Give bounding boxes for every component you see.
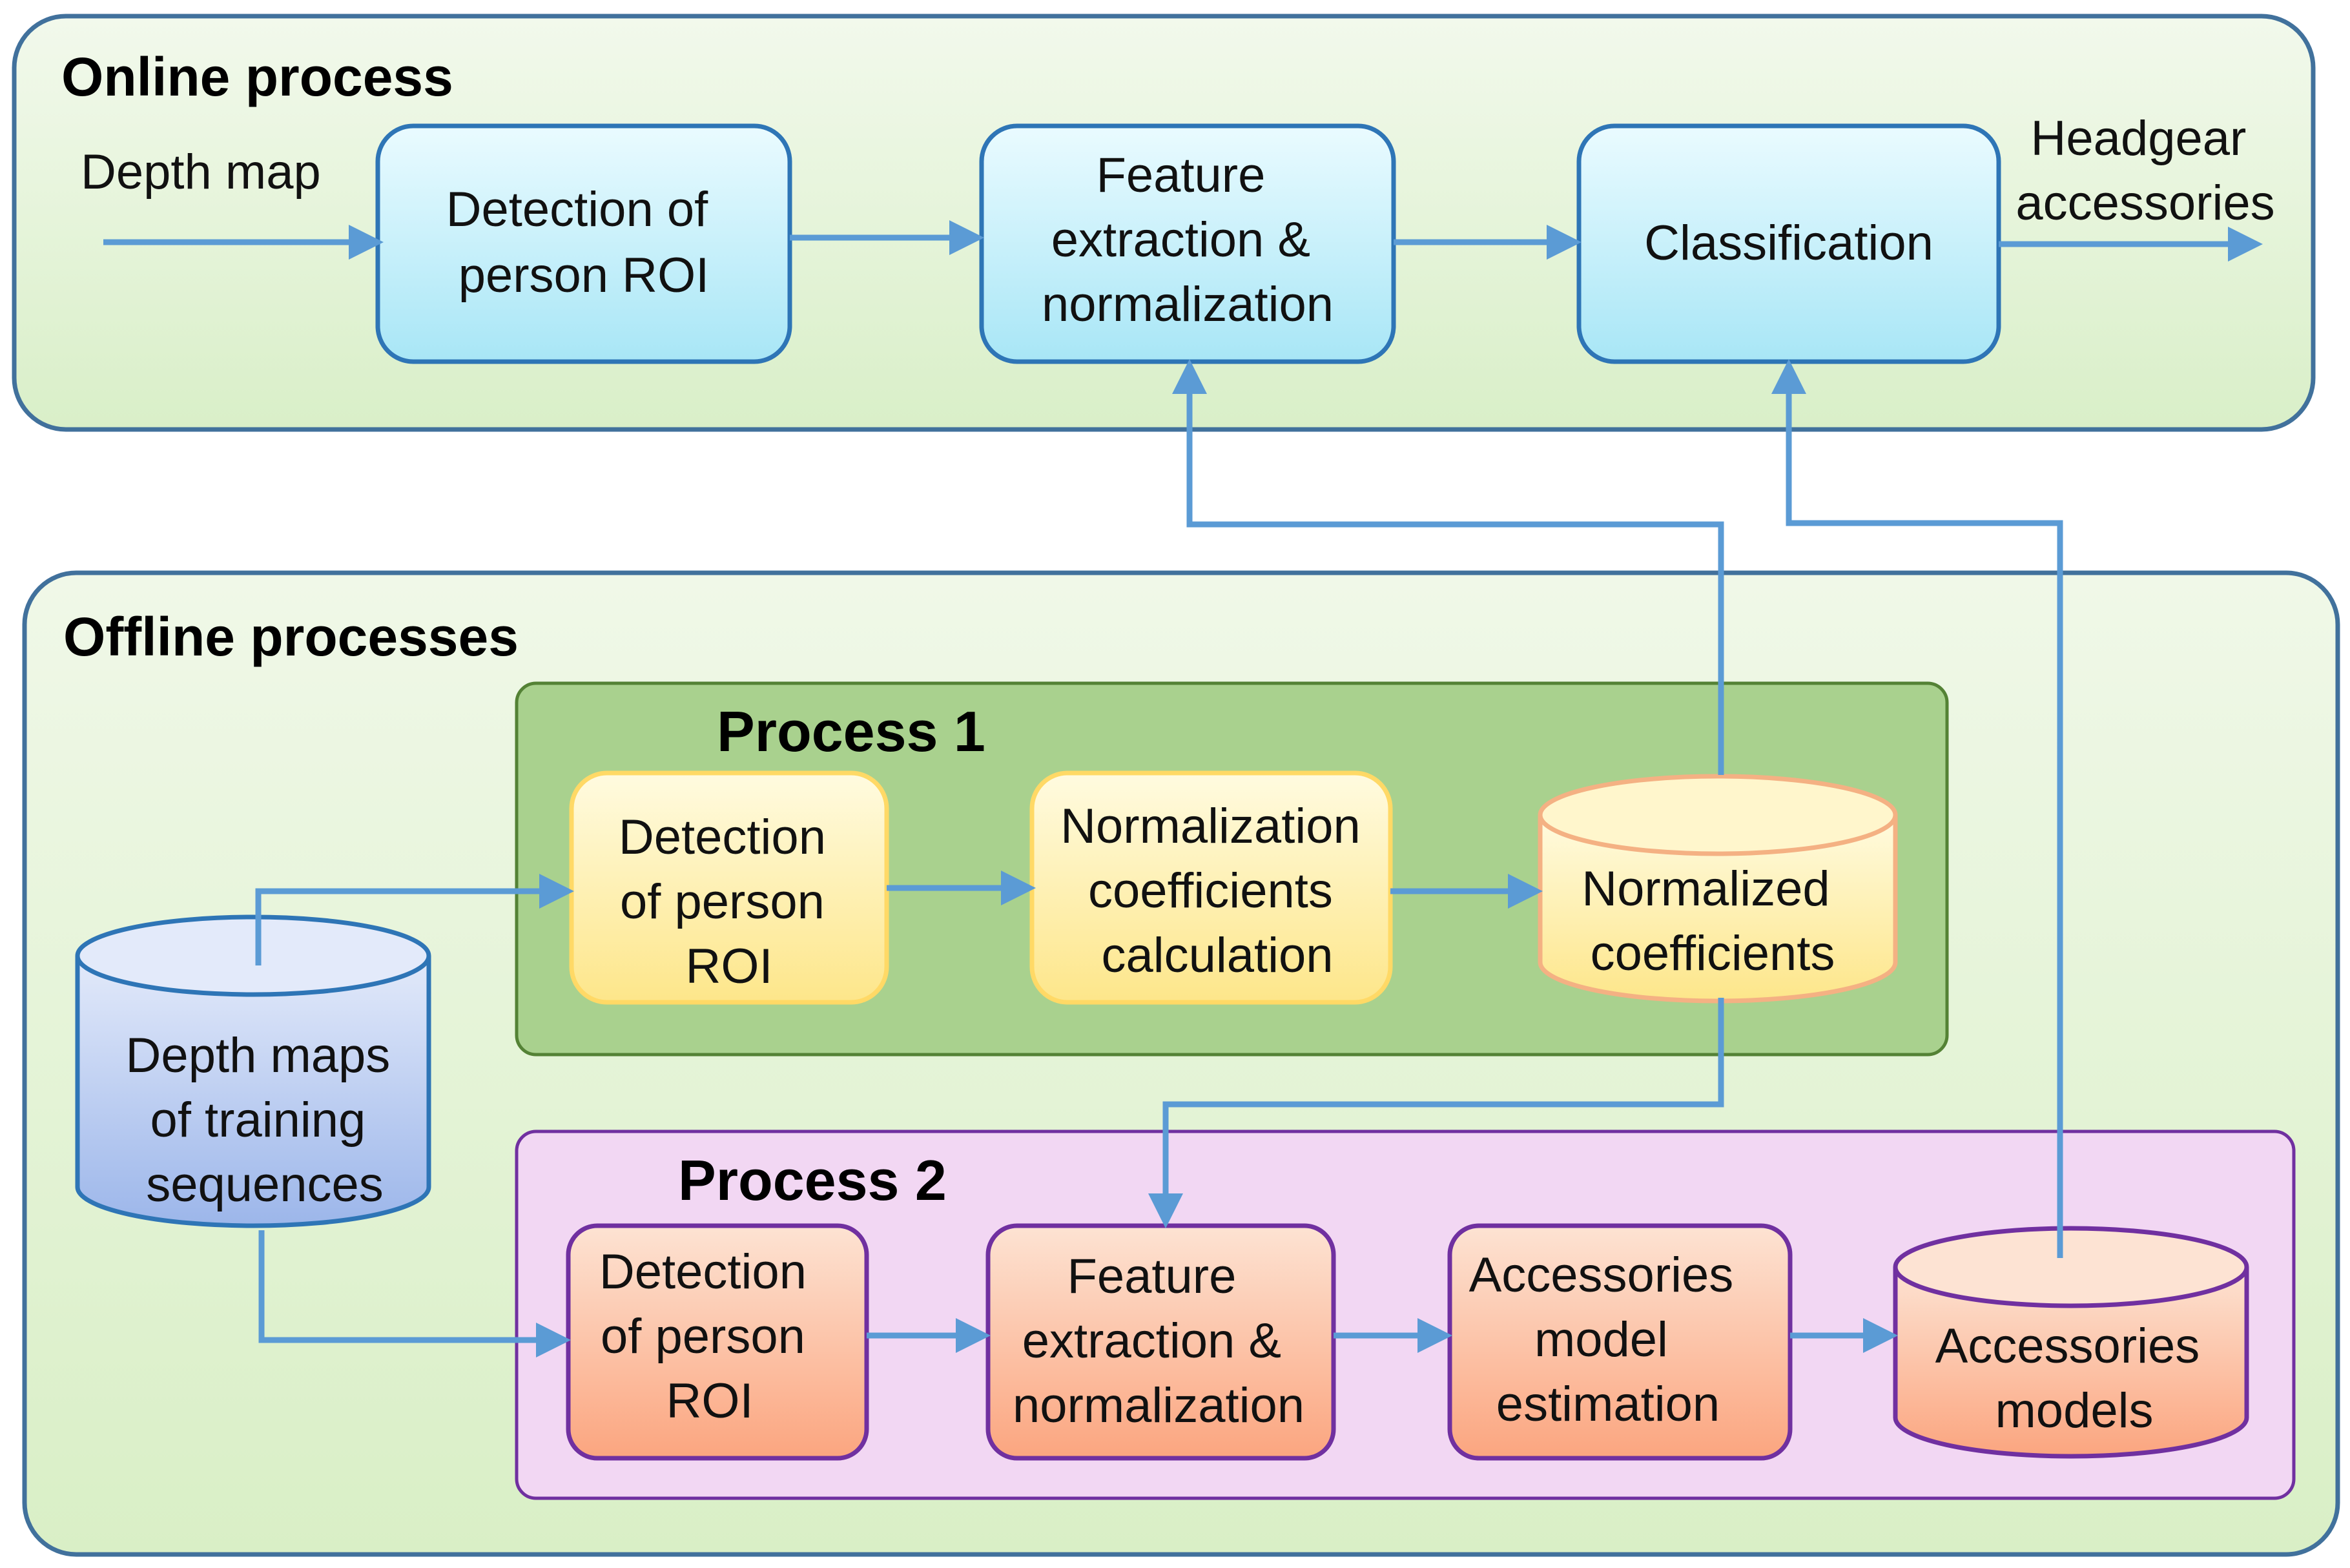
arrow-normcoef-to-feature bbox=[1172, 359, 1724, 775]
offline-title: Offline processes bbox=[63, 606, 519, 667]
training-depth-maps-db bbox=[75, 914, 431, 1228]
online-step-detection-label: Detection of person ROI bbox=[446, 182, 722, 303]
normalized-coefficients-db bbox=[1538, 774, 1898, 1004]
p2-step-accessories-model-label: Accessories model estimation bbox=[1469, 1248, 1747, 1432]
process1-title: Process 1 bbox=[717, 699, 985, 763]
online-output-label: Headgear accessories bbox=[2015, 111, 2274, 231]
process2-panel bbox=[515, 1130, 2296, 1500]
online-input-label: Depth map bbox=[81, 145, 321, 200]
online-step-feature-label: Feature extraction & normalization bbox=[1042, 148, 1334, 332]
online-step-classification-label: Classification bbox=[1644, 216, 1933, 271]
online-step-detection bbox=[375, 123, 792, 364]
accessories-models-db bbox=[1893, 1226, 2249, 1459]
arrow-db-to-p2-detection bbox=[258, 1230, 571, 1357]
online-title: Online process bbox=[61, 46, 453, 107]
accessories-models-label: Accessories models bbox=[1935, 1319, 2214, 1438]
training-depth-maps-label: Depth maps of training sequences bbox=[126, 1028, 404, 1212]
flow-arrows bbox=[103, 220, 2263, 1357]
p2-step-feature-label: Feature extraction & normalization bbox=[1013, 1249, 1304, 1433]
arrow-db-to-p1-detection bbox=[255, 874, 574, 965]
arrow-normcoef-to-p2-feature bbox=[1148, 998, 1724, 1228]
arrow-models-to-classification bbox=[1771, 359, 2063, 1258]
p1-step-detection-label: Detection of person ROI bbox=[619, 810, 840, 994]
p2-step-detection-label: Detection of person ROI bbox=[599, 1244, 820, 1429]
normalized-coefficients-label: Normalized coefficients bbox=[1582, 861, 1843, 981]
process2-title: Process 2 bbox=[678, 1148, 947, 1212]
p1-step-normalization-label: Normalization coefficients calculation bbox=[1060, 799, 1374, 983]
